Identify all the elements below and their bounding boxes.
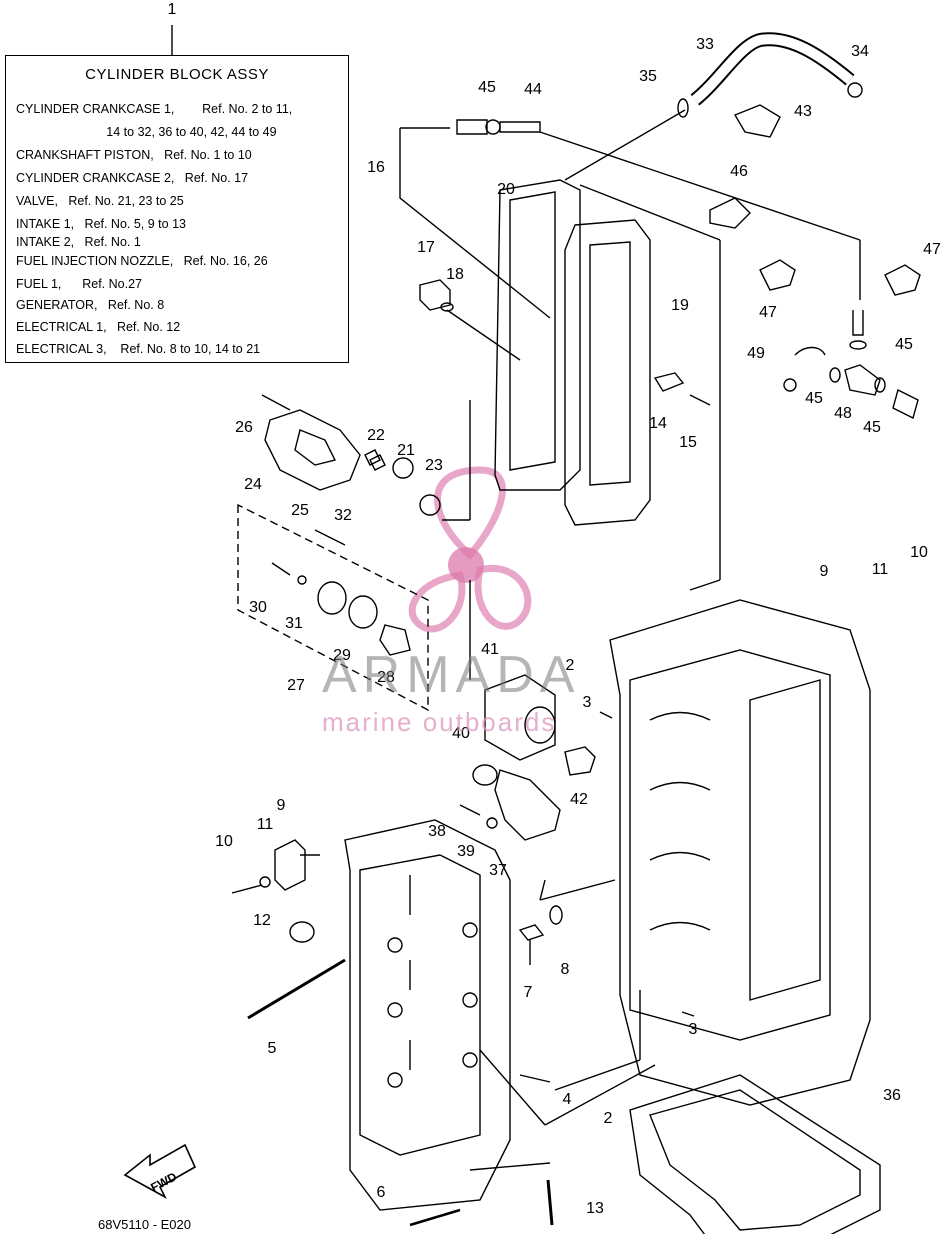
callout-ref-44: 44 [524, 81, 542, 98]
callout-ref-27: 27 [287, 677, 305, 694]
callout-ref-3: 3 [689, 1021, 698, 1038]
callout-ref-38: 38 [428, 823, 446, 840]
callout-ref-42: 42 [570, 791, 588, 808]
callout-ref-34: 34 [851, 43, 869, 60]
callout-ref-33: 33 [696, 36, 714, 53]
callout-ref-6: 6 [377, 1184, 386, 1201]
callout-ref-47: 47 [759, 304, 777, 321]
callout-ref-47: 47 [923, 241, 941, 258]
legend-box: CYLINDER BLOCK ASSY CYLINDER CRANKCASE 1… [5, 55, 349, 363]
callout-ref-8: 8 [561, 961, 570, 978]
legend-line: FUEL 1, Ref. No.27 [16, 277, 142, 291]
callout-ref-2: 2 [604, 1110, 613, 1127]
legend-line: INTAKE 1, Ref. No. 5, 9 to 13 [16, 217, 186, 231]
diagram-code: 68V5110 - E020 [98, 1217, 191, 1232]
callout-ref-7: 7 [524, 984, 533, 1001]
legend-line: 14 to 32, 36 to 40, 42, 44 to 49 [16, 125, 277, 139]
callout-ref-43: 43 [794, 103, 812, 120]
callout-ref-21: 21 [397, 442, 415, 459]
callout-ref-40: 40 [452, 725, 470, 742]
callout-ref-18: 18 [446, 266, 464, 283]
callout-ref-14: 14 [649, 415, 667, 432]
callout-ref-45: 45 [478, 79, 496, 96]
legend-line: VALVE, Ref. No. 21, 23 to 25 [16, 194, 184, 208]
callout-ref-11: 11 [257, 816, 274, 833]
callout-ref-15: 15 [679, 434, 697, 451]
callout-ref-29: 29 [333, 647, 351, 664]
callout-ref-45: 45 [895, 336, 913, 353]
callout-ref-9: 9 [820, 563, 829, 580]
callout-ref-48: 48 [834, 405, 852, 422]
callout-ref-3: 3 [583, 694, 592, 711]
legend-line: FUEL INJECTION NOZZLE, Ref. No. 16, 26 [16, 254, 268, 268]
callout-ref-25: 25 [291, 502, 309, 519]
legend-line: CRANKSHAFT PISTON, Ref. No. 1 to 10 [16, 148, 252, 162]
callout-ref-45: 45 [805, 390, 823, 407]
callout-ref-28: 28 [377, 669, 395, 686]
callout-ref-45: 45 [863, 419, 881, 436]
callout-ref-23: 23 [425, 457, 443, 474]
callout-ref-10: 10 [215, 833, 233, 850]
callout-ref-35: 35 [639, 68, 657, 85]
legend-title: CYLINDER BLOCK ASSY [85, 66, 269, 83]
callout-ref-10: 10 [910, 544, 928, 561]
callout-ref-12: 12 [253, 912, 271, 929]
watermark-propeller-logo [408, 466, 532, 633]
callout-ref-9: 9 [277, 797, 286, 814]
callout-ref-39: 39 [457, 843, 475, 860]
callout-ref-19: 19 [671, 297, 689, 314]
legend-line: ELECTRICAL 1, Ref. No. 12 [16, 320, 181, 334]
watermark-brand: ARMADA [322, 646, 581, 704]
callout-ref-17: 17 [417, 239, 435, 256]
callout-ref-46: 46 [730, 163, 748, 180]
legend-line: CYLINDER CRANKCASE 2, Ref. No. 17 [16, 171, 249, 185]
callout-ref-5: 5 [268, 1040, 277, 1057]
callout-ref-36: 36 [883, 1087, 901, 1104]
callout-ref-30: 30 [249, 599, 267, 616]
legend-line: GENERATOR, Ref. No. 8 [16, 298, 165, 312]
callout-ref-22: 22 [367, 427, 385, 444]
callout-ref-32: 32 [334, 507, 352, 524]
callout-ref-1: 1 [168, 1, 177, 18]
callout-ref-49: 49 [747, 345, 765, 362]
part-outlines [123, 25, 921, 1234]
callout-ref-20: 20 [497, 181, 515, 198]
callout-ref-16: 16 [367, 159, 385, 176]
callout-ref-13: 13 [586, 1200, 604, 1217]
callout-ref-4: 4 [563, 1091, 572, 1108]
legend-line: ELECTRICAL 3, Ref. No. 8 to 10, 14 to 21 [16, 342, 261, 356]
legend-line: CYLINDER CRANKCASE 1, Ref. No. 2 to 11, [16, 102, 293, 116]
callout-ref-37: 37 [489, 862, 507, 879]
watermark-tagline: marine outboards [322, 707, 557, 737]
callout-ref-26: 26 [235, 419, 253, 436]
callout-ref-2: 2 [566, 657, 575, 674]
legend-line: INTAKE 2, Ref. No. 1 [16, 235, 141, 249]
callout-ref-24: 24 [244, 476, 262, 493]
callout-ref-11: 11 [872, 561, 889, 578]
callout-ref-41: 41 [481, 641, 499, 658]
callout-ref-31: 31 [285, 615, 303, 632]
